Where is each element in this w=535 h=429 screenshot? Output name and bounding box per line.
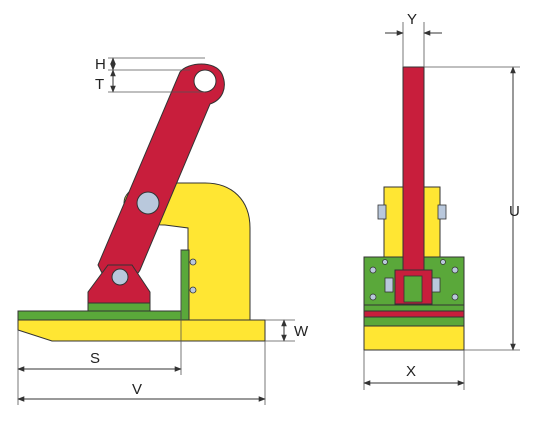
plate-bolt-5 — [382, 259, 388, 265]
plate-bolt-3 — [451, 266, 459, 274]
arm-eye-hole — [193, 69, 217, 93]
dim-label-t: T — [95, 76, 104, 93]
front-bolt-left — [377, 204, 387, 220]
jaw-bolt-bottom — [189, 286, 197, 294]
pivot-base-foot — [87, 302, 151, 312]
front-base-yellow — [363, 325, 465, 351]
dim-label-x: X — [406, 363, 416, 380]
front-base-green — [363, 304, 465, 312]
plate-bolt-4 — [451, 293, 459, 301]
plate-bolt-6 — [440, 259, 446, 265]
dim-label-w: W — [294, 323, 309, 340]
plate-bolt-1 — [369, 266, 377, 274]
dim-label-h: H — [95, 56, 106, 73]
dim-label-s: S — [90, 350, 100, 367]
dim-label-y: Y — [407, 11, 417, 28]
front-base-green-2 — [363, 316, 465, 327]
front-bolt-right — [437, 204, 447, 220]
base-plate-green — [17, 310, 189, 321]
plate-bolt-2 — [369, 293, 377, 301]
main-pivot-pin — [136, 191, 160, 215]
front-bolt-center-right — [431, 277, 441, 293]
dim-label-u: U — [509, 203, 520, 220]
pivot-pin — [111, 268, 129, 286]
front-base-red — [363, 310, 465, 318]
front-clevis-slot — [403, 275, 423, 303]
front-view: Y U X — [363, 11, 520, 390]
jaw-bolt-top — [189, 258, 197, 266]
front-red-arm — [402, 66, 425, 304]
side-view: H T W S V — [17, 56, 309, 405]
front-bolt-center-left — [384, 277, 394, 293]
dim-label-v: V — [132, 381, 142, 398]
base-plate-yellow — [17, 319, 266, 342]
jaw-plate — [180, 249, 190, 321]
